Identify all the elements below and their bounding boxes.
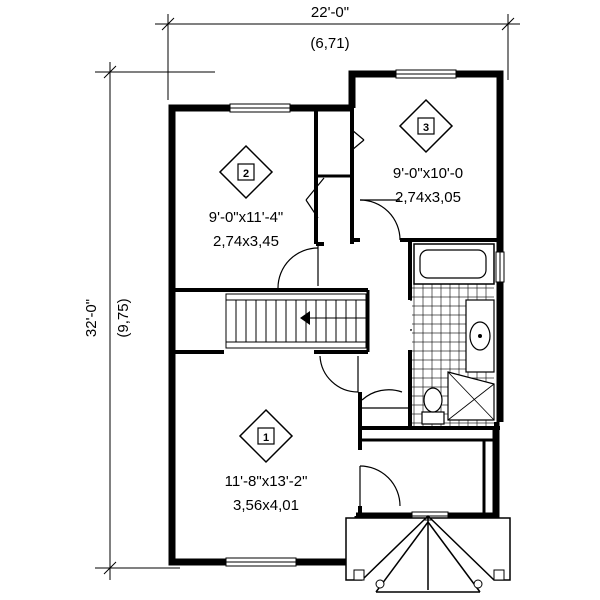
width-dimension <box>155 14 520 100</box>
width-metric-label: (6,71) <box>310 35 349 52</box>
room-number-1: 1 <box>263 432 269 444</box>
room-size-imperial-2: 9'-0"x11'-4" <box>209 209 283 226</box>
toilet-icon <box>423 387 443 413</box>
room-marker-1: 1 <box>238 408 294 464</box>
stair-direction-arrow-icon <box>300 311 310 325</box>
roof-downspout-icons <box>353 569 505 589</box>
width-imperial-label: 22'-0" <box>311 4 349 21</box>
room-size-imperial-1: 11'-8"x13'-2" <box>225 473 308 490</box>
room-size-metric-2: 2,74x3,45 <box>213 233 279 250</box>
windows <box>225 69 505 567</box>
room-number-2: 2 <box>243 168 249 180</box>
depth-imperial-label: 32'-0" <box>83 299 100 337</box>
room-size-metric-3: 2,74x3,05 <box>395 189 461 206</box>
depth-metric-label: (9,75) <box>115 298 132 337</box>
room-marker-2: 2 <box>218 144 274 200</box>
bathroom <box>412 243 495 426</box>
room-size-imperial-3: 9'-0"x10'-0 <box>393 165 463 182</box>
bathtub-basin <box>419 249 487 279</box>
room-marker-3: 3 <box>398 98 454 154</box>
doors <box>277 129 441 507</box>
entry-roof <box>345 514 511 593</box>
stair-treads <box>225 300 367 342</box>
room-size-metric-1: 3,56x4,01 <box>233 497 299 514</box>
depth-dimension <box>95 62 215 580</box>
toilet-tank <box>421 411 445 425</box>
room-number-3: 3 <box>423 122 429 134</box>
